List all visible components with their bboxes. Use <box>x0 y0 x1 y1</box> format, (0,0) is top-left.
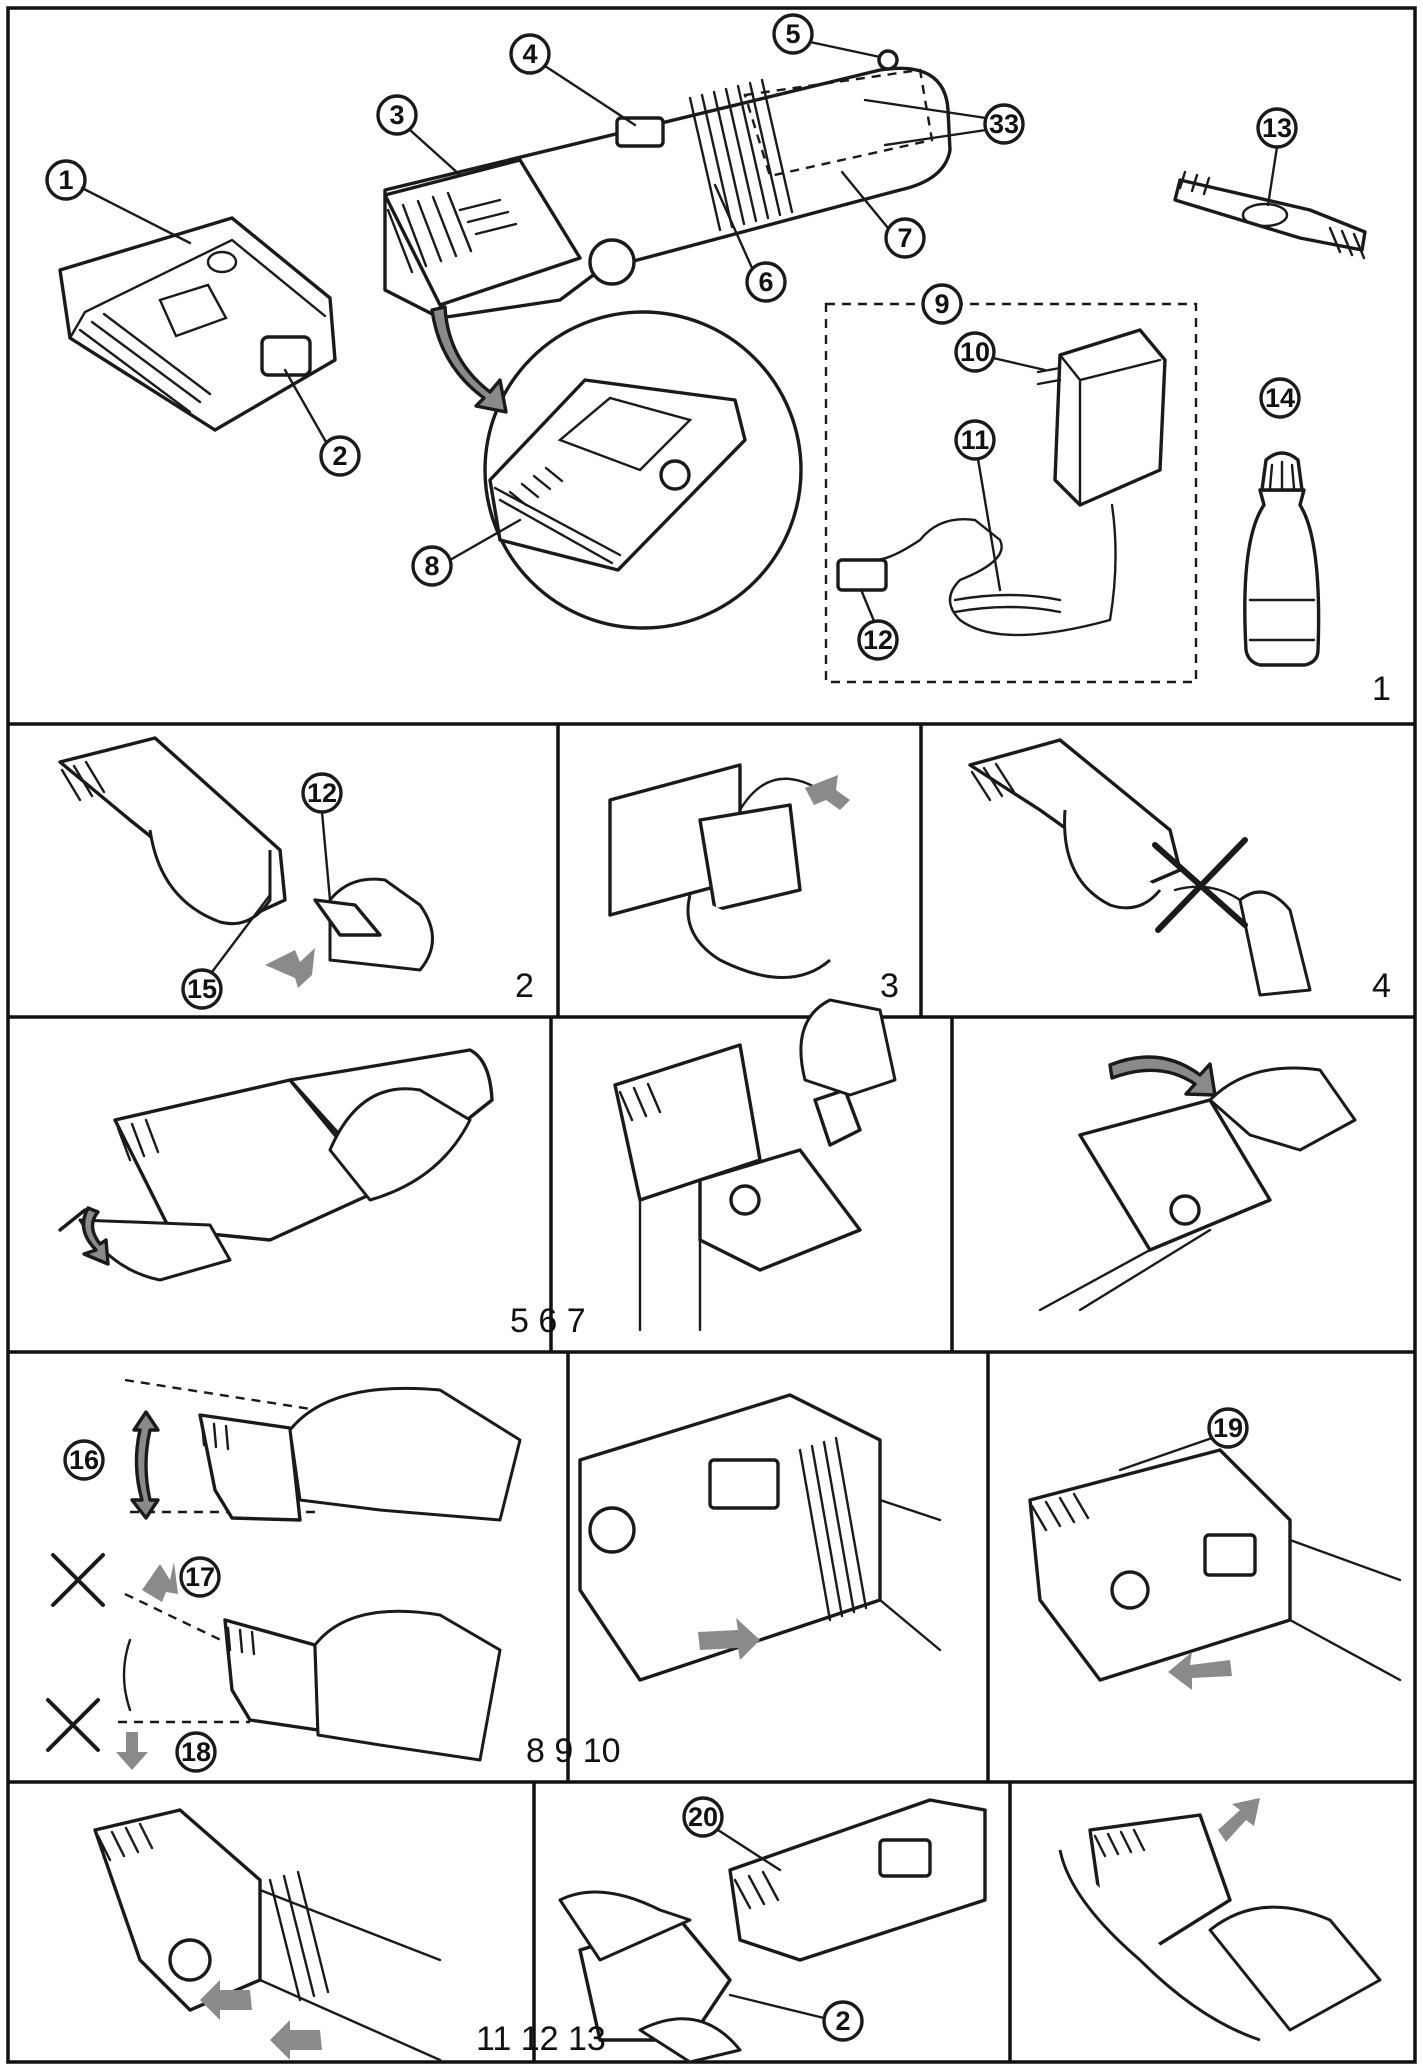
panel-numbers: 1 2 3 4 5 6 7 8 9 10 11 12 13 <box>476 670 1391 2058</box>
svg-text:2: 2 <box>835 2006 850 2036</box>
svg-text:16: 16 <box>69 1445 99 1475</box>
callout-6: 6 <box>745 261 787 303</box>
curved-arrow-icon <box>122 1638 132 1712</box>
callout-9: 9 <box>921 283 963 325</box>
callout-1: 1 <box>45 159 87 201</box>
svg-text:6: 6 <box>758 267 773 297</box>
callout-16: 16 <box>63 1439 105 1481</box>
callout-7: 7 <box>884 217 926 259</box>
gray-arrow-icon <box>200 1980 252 2020</box>
prohibited-cross-icon <box>51 1553 105 1607</box>
svg-text:8: 8 <box>424 551 439 581</box>
callout-10: 10 <box>954 331 996 373</box>
gray-arrow-icon <box>142 1562 178 1602</box>
callout-12-panel-2: 12 <box>301 772 343 814</box>
callout-17: 17 <box>179 1556 221 1598</box>
callout-3: 3 <box>376 94 418 136</box>
curved-arrow-icon <box>130 1410 160 1520</box>
panel-4-no-cord-use <box>968 738 1312 997</box>
oil-bottle-illustration <box>1243 451 1321 667</box>
svg-text:13: 13 <box>1262 113 1292 143</box>
panel-number-4: 4 <box>1372 967 1391 1005</box>
panel-number-1: 1 <box>1372 670 1391 708</box>
curved-arrow-icon <box>1108 1055 1217 1097</box>
callout-13: 13 <box>1256 107 1298 149</box>
callout-2: 2 <box>319 435 361 477</box>
gray-arrow-icon <box>270 2020 322 2060</box>
panel-12-detach-attachment <box>558 1798 987 2064</box>
panel-11-remove-comb <box>93 1808 442 2062</box>
svg-text:12: 12 <box>307 778 337 808</box>
panel-7-attach-blade <box>1038 1055 1357 1312</box>
gray-arrow-icon <box>805 775 850 810</box>
gray-arrow-icon <box>698 1618 760 1660</box>
prohibited-cross-icon <box>1152 837 1248 933</box>
callout-11: 11 <box>954 419 996 461</box>
callout-12: 12 <box>857 619 899 661</box>
callout-33: 33 <box>983 103 1025 145</box>
panel-2-connect-cord <box>58 736 434 988</box>
gray-arrow-icon <box>1168 1652 1232 1690</box>
svg-text:10: 10 <box>960 337 990 367</box>
panel-numbers-5-6-7: 5 6 7 <box>510 1302 586 1340</box>
ac-adapter-illustration <box>836 328 1167 637</box>
cleaning-brush-illustration <box>1173 170 1367 260</box>
callout-20: 20 <box>682 1796 724 1838</box>
blade-closeup-illustration <box>483 310 803 630</box>
prohibited-cross-icon <box>46 1698 100 1752</box>
callout-14: 14 <box>1259 377 1301 419</box>
panel-number-2: 2 <box>515 967 534 1005</box>
svg-text:19: 19 <box>1213 1413 1243 1443</box>
callout-8: 8 <box>411 545 453 587</box>
panel-number-3: 3 <box>880 967 899 1005</box>
panel-6-oil-blade <box>613 998 897 1332</box>
svg-text:15: 15 <box>187 974 217 1004</box>
svg-text:11: 11 <box>961 425 990 455</box>
trimmer-body-illustration <box>383 49 952 320</box>
svg-text:20: 20 <box>688 1802 718 1832</box>
callouts: 1 2 3 4 5 6 7 8 9 10 11 12 13 14 33 12 1… <box>45 13 1301 2042</box>
callout-15: 15 <box>181 968 223 1010</box>
panel-5-remove-blade <box>58 1048 494 1282</box>
curved-arrow-icon <box>81 1206 110 1266</box>
gray-arrow-icon <box>265 948 315 988</box>
svg-text:3: 3 <box>389 100 404 130</box>
panel-3-plug-in <box>608 763 850 979</box>
svg-text:14: 14 <box>1265 383 1295 413</box>
svg-text:33: 33 <box>989 109 1019 139</box>
svg-text:7: 7 <box>897 223 912 253</box>
svg-text:5: 5 <box>785 19 800 49</box>
gray-arrow-icon <box>1218 1798 1260 1842</box>
panel-10-set-comb <box>1028 1448 1402 1690</box>
panel-grid <box>6 6 1417 2064</box>
callout-4: 4 <box>509 33 551 75</box>
callout-5: 5 <box>772 13 814 55</box>
curved-arrow-icon <box>430 305 508 414</box>
callout-19: 19 <box>1207 1407 1249 1449</box>
adapter-group-box <box>824 302 1198 684</box>
svg-text:17: 17 <box>185 1562 215 1592</box>
callout-18: 18 <box>175 1731 217 1773</box>
panel-numbers-8-9-10: 8 9 10 <box>526 1732 621 1770</box>
panel-9-adjust-length <box>578 1393 942 1682</box>
panel-13-attach-comb <box>1058 1798 1382 2042</box>
panel-1-parts <box>58 49 1367 684</box>
svg-text:18: 18 <box>181 1737 211 1767</box>
comb-attachment-illustration <box>58 216 337 432</box>
svg-text:12: 12 <box>863 625 893 655</box>
svg-text:2: 2 <box>332 441 347 471</box>
panel-8-angle-guide <box>46 1378 522 1770</box>
svg-text:1: 1 <box>58 165 73 195</box>
svg-text:9: 9 <box>934 289 949 319</box>
callout-2-panel-12: 2 <box>822 2000 864 2042</box>
svg-text:4: 4 <box>522 39 537 69</box>
gray-arrow-icon <box>116 1732 148 1770</box>
panel-numbers-11-12-13: 11 12 13 <box>476 2020 606 2058</box>
